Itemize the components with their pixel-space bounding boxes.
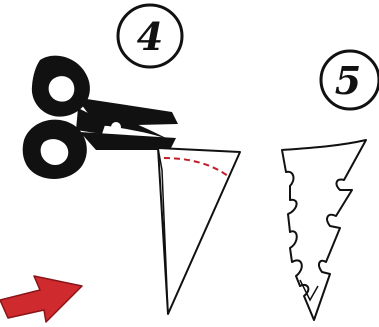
step-4-badge: 4	[118, 5, 182, 67]
cut-paper-cone	[282, 140, 366, 320]
arrow-icon	[0, 276, 82, 322]
step-5-number: 5	[335, 58, 361, 103]
folded-paper-cone	[158, 148, 240, 314]
scissors-icon	[23, 56, 178, 179]
step-4-number: 4	[137, 14, 163, 59]
step-5-badge: 5	[321, 51, 379, 109]
